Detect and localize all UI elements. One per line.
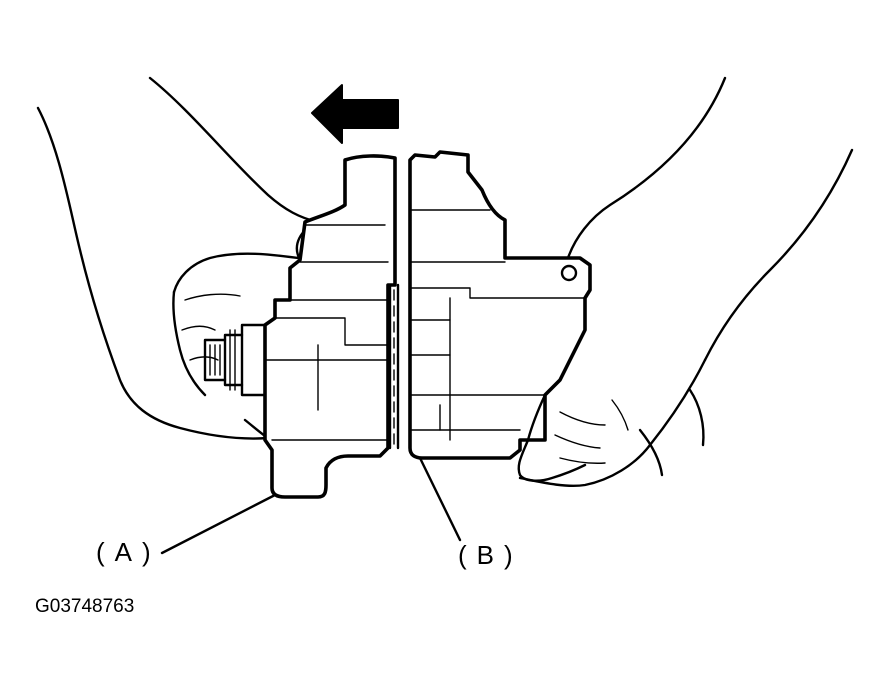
housing-b	[408, 150, 592, 460]
label-part-b: (B)	[458, 540, 523, 570]
label-part-a: (A)	[96, 537, 161, 567]
leader-line-b	[418, 456, 462, 542]
leader-line-a	[160, 493, 277, 555]
arrow-left-icon	[311, 84, 399, 144]
figure-code: G03748763	[35, 596, 135, 617]
gasket-seam	[388, 283, 400, 450]
housing-a	[203, 154, 397, 499]
right-hand	[517, 76, 854, 487]
